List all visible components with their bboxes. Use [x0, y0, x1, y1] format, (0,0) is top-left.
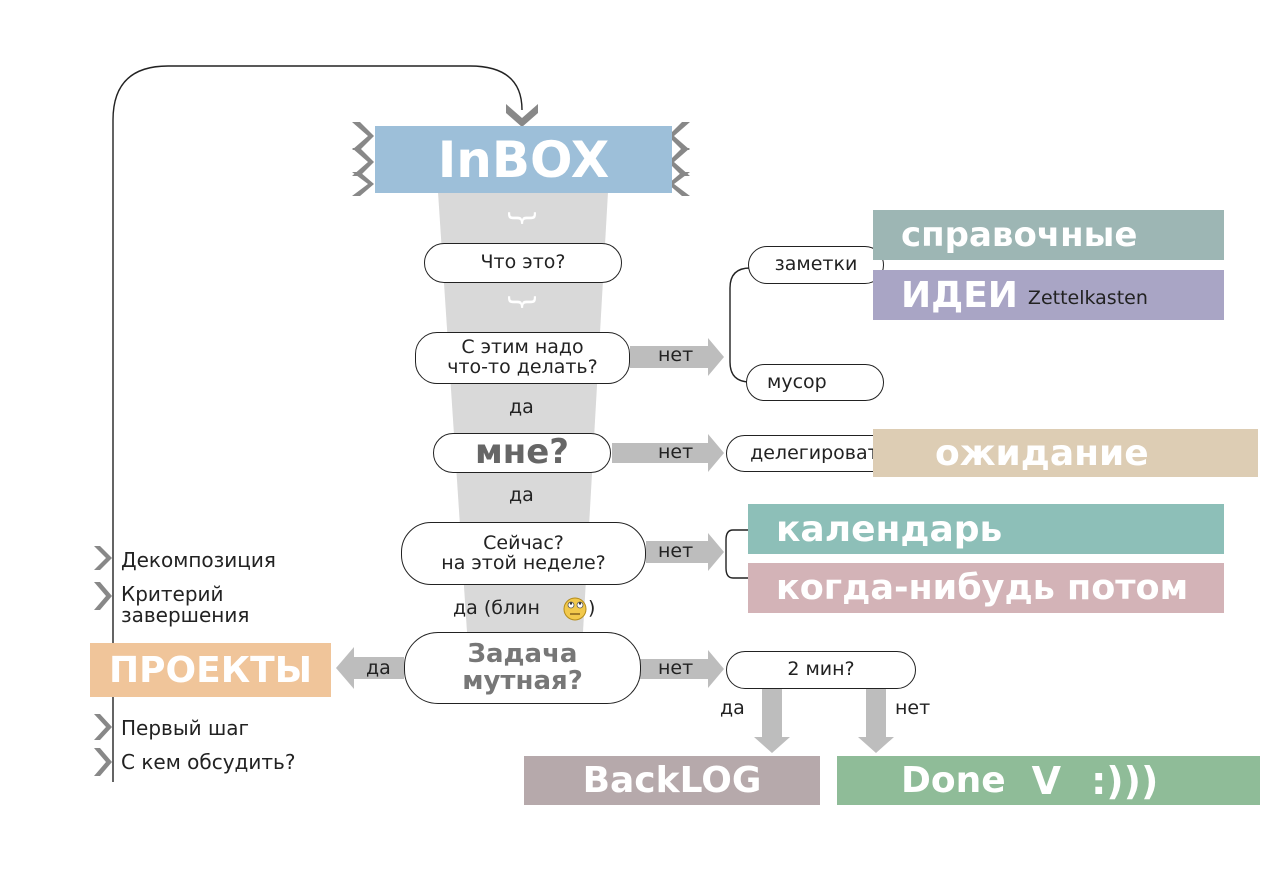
question-vague-line2: мутная?: [462, 666, 583, 696]
answer-no-3: нет: [658, 540, 694, 562]
category-reference: справочные: [873, 210, 1224, 260]
note-decomposition: Декомпозиция: [121, 548, 276, 572]
no-arrow-1: [630, 338, 724, 376]
action-delegate-label: делегировать: [750, 441, 890, 464]
category-waiting: ожидание: [873, 429, 1258, 477]
done-check-icon: V: [1031, 758, 1062, 803]
rolling-eyes-emoji-icon: [563, 597, 587, 621]
category-waiting-label: ожидание: [935, 432, 1149, 474]
question-todo-line2: что-то делать?: [447, 356, 598, 378]
question-now-line2: на этой неделе?: [441, 551, 606, 574]
category-backlog-label: BackLOG: [582, 760, 762, 801]
action-notes-label: заметки: [774, 253, 858, 276]
category-calendar: календарь: [748, 504, 1224, 554]
note-criteria-line1: Критерий: [121, 582, 224, 606]
category-projects: ПРОЕКТЫ: [90, 643, 331, 697]
question-now: Сейчас? на этой неделе?: [401, 522, 646, 585]
brace-icon-1: }: [505, 208, 540, 227]
category-someday-label: когда-нибудь потом: [776, 568, 1189, 608]
down-arrow-yes: [754, 688, 790, 753]
category-done: Done V :))): [837, 756, 1260, 805]
no-arrow-4: [640, 650, 724, 688]
inbox-right-chevrons-icon: [668, 122, 690, 196]
inbox-top-chevron-icon: [506, 104, 538, 127]
question-vague-line1: Задача: [467, 638, 578, 669]
answer-yes-5: да: [720, 697, 745, 719]
answer-no-5: нет: [895, 697, 931, 719]
inbox-label: InBOX: [437, 130, 610, 189]
answer-yes-2: да: [509, 484, 534, 506]
question-todo-line1: С этим надо: [461, 336, 584, 359]
note-criteria-line2: завершения: [121, 603, 250, 627]
inbox-left-chevrons-icon: [352, 122, 374, 196]
question-vague: Задача мутная?: [404, 632, 641, 704]
project-notes-chevrons-icon: [94, 546, 112, 776]
category-calendar-label: календарь: [776, 508, 1003, 550]
answer-yes-4: да: [366, 657, 391, 679]
no-arrows: [612, 338, 724, 688]
question-two-min-label: 2 мин?: [787, 658, 855, 681]
category-ideas-sub: Zettelkasten: [1027, 287, 1148, 309]
notes-trash-bracket: [729, 267, 751, 383]
down-arrow-no: [858, 688, 894, 753]
feedback-loop-line: [112, 65, 523, 782]
category-projects-label: ПРОЕКТЫ: [109, 649, 312, 691]
answer-no-2: нет: [658, 441, 694, 463]
question-what: Что это?: [424, 243, 622, 283]
question-what-label: Что это?: [480, 251, 566, 274]
answer-yes-3: да (блин: [453, 597, 540, 619]
action-trash: мусор: [746, 364, 884, 401]
no-arrow-2: [612, 434, 724, 472]
question-me-label: мне?: [474, 432, 570, 473]
category-ideas: ИДЕИ Zettelkasten: [873, 270, 1224, 320]
projects-arrow: [336, 647, 404, 689]
done-smile: :))): [1091, 758, 1159, 803]
no-arrow-3: [646, 533, 724, 571]
question-me: мне?: [433, 433, 611, 473]
answer-no-4: нет: [658, 657, 694, 679]
inbox-box: InBOX: [375, 126, 672, 193]
category-backlog: BackLOG: [524, 756, 820, 805]
calendar-someday-bracket: [725, 529, 748, 579]
category-done-label: Done: [901, 760, 1006, 801]
category-ideas-label: ИДЕИ: [901, 274, 1018, 316]
action-trash-label: мусор: [767, 370, 827, 393]
category-someday: когда-нибудь потом: [748, 563, 1224, 613]
note-first-step: Первый шаг: [121, 716, 250, 740]
action-notes: заметки: [748, 246, 884, 284]
answer-yes-3-close: ): [588, 597, 596, 619]
question-now-line1: Сейчас?: [483, 531, 564, 554]
question-two-min: 2 мин?: [726, 651, 916, 689]
question-todo: С этим надо что-то делать?: [415, 332, 630, 384]
answer-no-1: нет: [658, 344, 694, 366]
brace-icon-2: }: [505, 292, 540, 311]
answer-yes-1: да: [509, 396, 534, 418]
category-reference-label: справочные: [901, 215, 1138, 255]
note-discuss-with: С кем обсудить?: [121, 750, 296, 774]
